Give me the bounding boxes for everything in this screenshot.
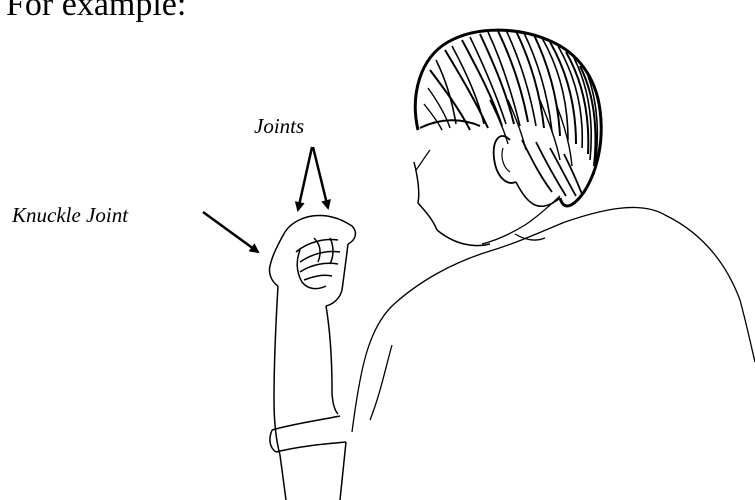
joints-arrow-right (313, 147, 328, 208)
joints-label: Joints (254, 114, 304, 139)
knuckle-joint-label: Knuckle Joint (12, 203, 128, 228)
joints-arrow-left (298, 147, 312, 210)
arm-and-fist (269, 215, 355, 500)
hair (415, 30, 601, 206)
head (414, 136, 560, 246)
torso (352, 196, 755, 432)
joints-arrows (298, 147, 328, 210)
knuckle-joint-arrow (203, 212, 258, 252)
